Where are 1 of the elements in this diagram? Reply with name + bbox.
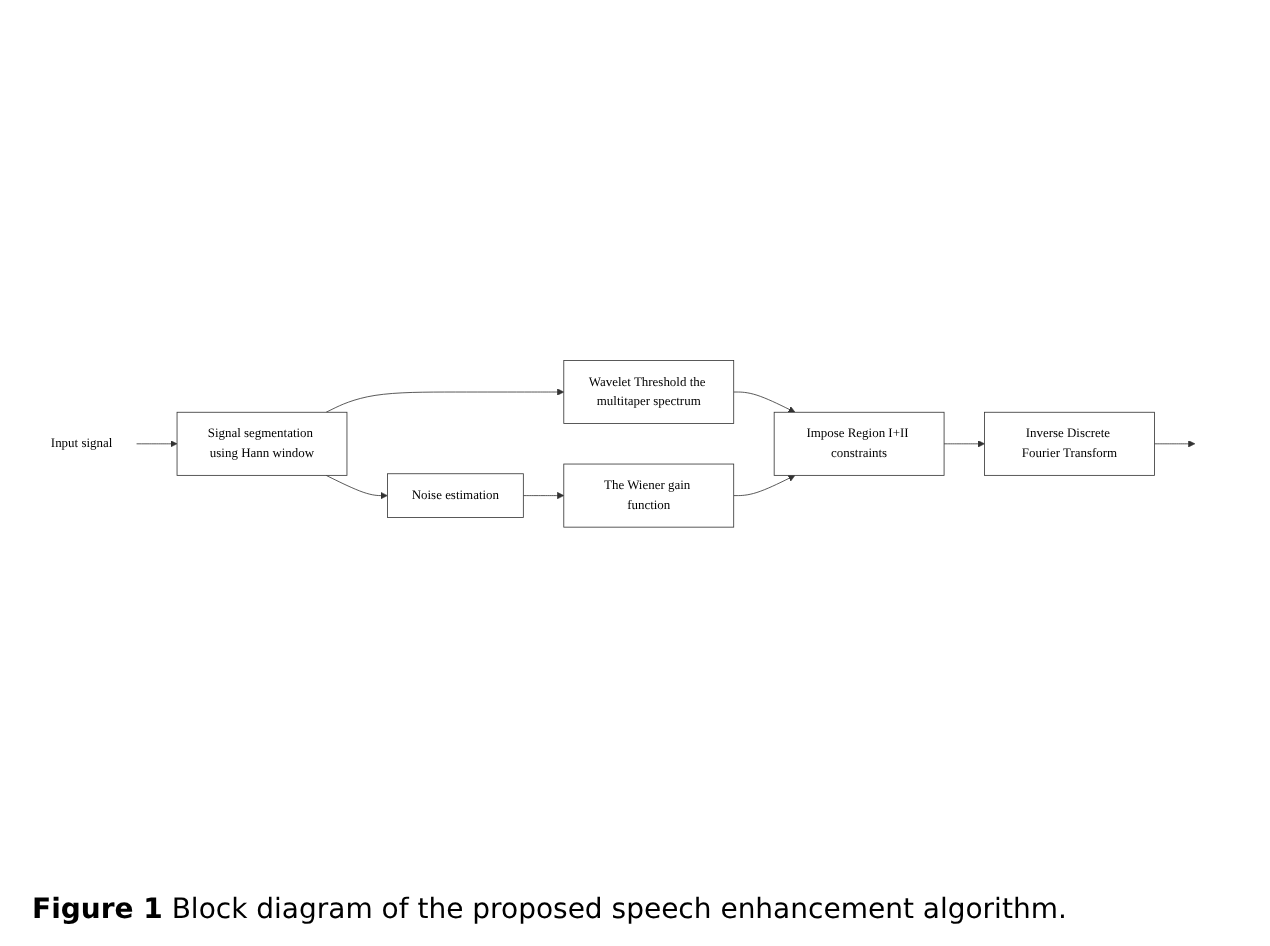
figure-caption: Figure 1 Block diagram of the proposed speech enhancement algorithm. [30,892,1069,930]
